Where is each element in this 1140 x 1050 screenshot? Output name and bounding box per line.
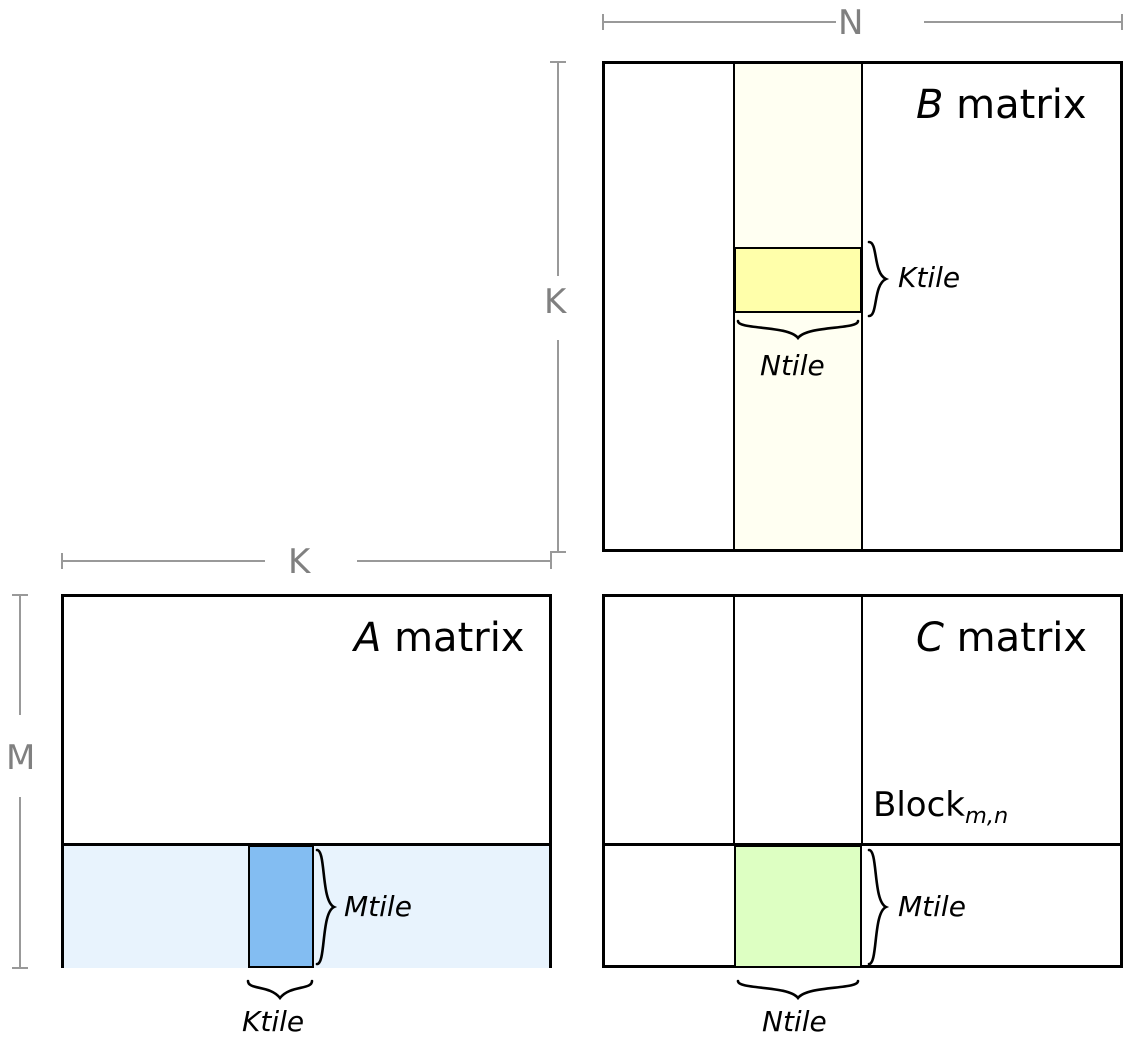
b-matrix-box: B matrix (602, 61, 1123, 552)
c-matrix-title-rest: matrix (943, 615, 1088, 661)
a-matrix-title: A matrix (354, 618, 524, 658)
c-matrix-title-symbol: C (916, 615, 944, 661)
b-matrix-divider-right (861, 64, 863, 549)
a-matrix-tile (248, 845, 314, 968)
b-matrix-title-rest: matrix (943, 82, 1087, 128)
dimension-m-line-bottom (19, 797, 21, 968)
dimension-k-top-tick-right (550, 553, 552, 569)
dimension-m-label: M (6, 738, 36, 778)
dimension-k-top-line-right (357, 560, 551, 562)
a-matrix-box: A matrix (61, 594, 552, 968)
c-matrix-divider-left-upper (733, 597, 735, 846)
dimension-m-tick-bottom (12, 967, 28, 969)
b-matrix-tile (734, 247, 862, 313)
c-matrix-title: C matrix (916, 618, 1087, 658)
c-matrix-ntile-label: Ntile (762, 1005, 827, 1038)
c-matrix-row-divider (605, 843, 1120, 846)
a-matrix-ktile-label: Ktile (242, 1005, 305, 1038)
b-matrix-ktile-brace (866, 240, 892, 318)
b-matrix-divider-left (733, 64, 735, 549)
dimension-k-vertical-line-bottom (557, 340, 559, 552)
c-matrix-block-label: Blockm,n (873, 785, 1008, 827)
a-matrix-mtile-label: Mtile (344, 890, 412, 923)
b-matrix-ntile-brace (736, 318, 860, 344)
c-matrix-box: C matrix Blockm,n (602, 594, 1123, 968)
b-matrix-ktile-label: Ktile (898, 261, 961, 294)
dimension-n-label: N (838, 3, 864, 43)
a-matrix-title-symbol: A (354, 615, 382, 661)
dimension-k-top-line-left (61, 560, 265, 562)
c-matrix-divider-right-upper (861, 597, 863, 846)
a-matrix-row-divider (64, 843, 549, 846)
dimension-n-line-right (924, 21, 1123, 23)
c-matrix-tile (734, 845, 862, 968)
dimension-k-vertical-tick-bottom (550, 551, 566, 553)
c-matrix-block-label-subscript: m,n (964, 802, 1009, 829)
a-matrix-ktile-brace (246, 978, 314, 1004)
c-matrix-block-label-base: Block (873, 785, 965, 825)
dimension-m-line-top (19, 594, 21, 715)
a-matrix-title-rest: matrix (381, 615, 525, 661)
c-matrix-ntile-brace (736, 978, 860, 1004)
b-matrix-title: B matrix (916, 85, 1087, 125)
dimension-n-line-left (602, 21, 836, 23)
a-matrix-mtile-brace (314, 848, 340, 966)
b-matrix-title-symbol: B (916, 82, 944, 128)
c-matrix-mtile-brace (866, 848, 892, 966)
dimension-k-top-label: K (288, 542, 311, 582)
dimension-n-tick-right (1121, 14, 1123, 30)
c-matrix-mtile-label: Mtile (898, 890, 966, 923)
dimension-k-vertical-label: K (544, 282, 567, 322)
b-matrix-ntile-label: Ntile (760, 349, 825, 382)
dimension-k-vertical-line-top (557, 61, 559, 276)
